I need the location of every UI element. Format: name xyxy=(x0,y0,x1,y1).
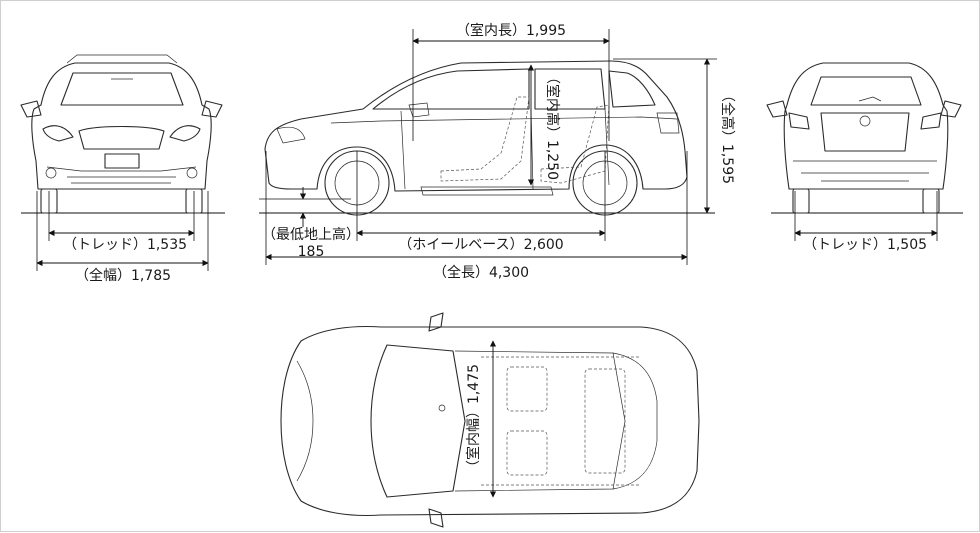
side-headlamp xyxy=(276,126,306,144)
rear-window xyxy=(810,76,922,106)
rear-left-mirror xyxy=(766,100,788,118)
rear-right-mirror xyxy=(940,100,962,118)
interior-width-label: （室内幅）1,475 xyxy=(465,364,482,474)
rear-right-lamp xyxy=(920,112,942,130)
interior-length-label: （室内長）1,995 xyxy=(456,22,566,39)
side-mirror xyxy=(408,102,430,118)
overall-length-label: （全長）4,300 xyxy=(433,264,529,281)
rear-right-tire xyxy=(922,188,940,214)
front-body-outline xyxy=(31,62,212,190)
top-windshield xyxy=(370,344,466,498)
rear-tread-label: （トレッド）1,505 xyxy=(803,237,927,253)
rear-left-lamp xyxy=(788,112,810,130)
top-right-mirror xyxy=(428,508,444,528)
ground-clearance-value: 185 xyxy=(298,244,325,260)
side-body-outline xyxy=(264,60,688,192)
top-body-outline xyxy=(280,325,700,517)
front-right-headlamp xyxy=(169,125,201,142)
front-left-headlamp xyxy=(42,125,74,142)
top-view: （室内幅）1,475 xyxy=(280,312,700,528)
overall-width-label: （全幅）1,785 xyxy=(75,267,171,284)
rear-body-outline xyxy=(783,62,949,190)
rear-bench-seat xyxy=(584,368,626,474)
side-taillamp xyxy=(656,112,680,134)
front-seat-outline xyxy=(440,96,530,182)
top-left-mirror xyxy=(428,312,444,332)
front-license-plate xyxy=(104,153,140,169)
interior-height-label: （室内高）1,250 xyxy=(544,70,561,180)
overall-height-label: （全高）1,595 xyxy=(719,88,736,184)
left-mirror xyxy=(20,100,42,118)
quarter-window xyxy=(608,70,656,108)
front-tread-label: （トレッド）1,535 xyxy=(63,237,187,253)
rear-left-tire xyxy=(792,188,810,214)
front-left-seat xyxy=(506,366,548,412)
side-view: （室内長）1,995 （室内高）1,250 （全高）1,595 （最低地上高） … xyxy=(259,22,736,281)
front-grille xyxy=(78,125,165,150)
rear-emblem xyxy=(859,115,871,127)
front-door-window xyxy=(372,68,530,110)
rear-view: （トレッド）1,505 xyxy=(766,62,963,253)
ground-clearance-label: （最低地上高） xyxy=(262,226,360,243)
rear-seat-outline xyxy=(540,104,610,184)
wheelbase-label: （ホイールベース）2,600 xyxy=(398,237,563,253)
tailgate-panel xyxy=(820,112,910,152)
front-view: （トレッド）1,535 （全幅）1,785 xyxy=(20,54,225,284)
front-windshield xyxy=(60,72,184,106)
right-mirror xyxy=(201,100,223,118)
front-right-seat xyxy=(506,430,548,476)
